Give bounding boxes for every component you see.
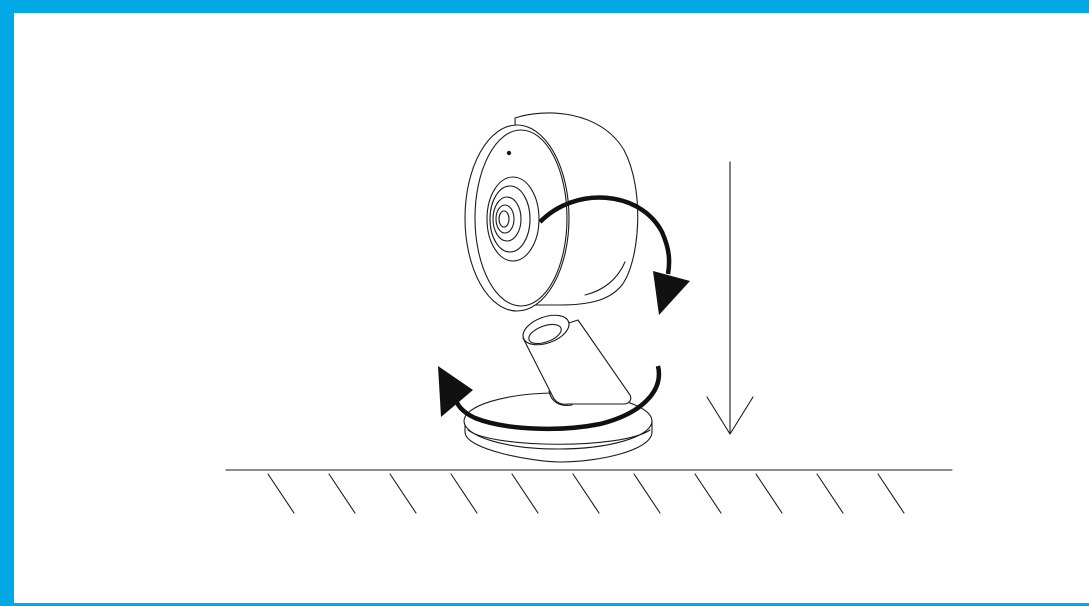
rotate-arrow-shaft [453, 365, 662, 432]
surface-hatch-mark [511, 473, 539, 514]
stand-joint-inner [528, 323, 562, 345]
surface-hatch-mark [816, 473, 844, 514]
rotate-arrow-icon [438, 365, 662, 432]
stand-foot-curve [548, 390, 573, 406]
camera-body-shade [584, 261, 626, 296]
surface-hatch-mark [694, 473, 722, 514]
surface-hatch-mark [633, 473, 661, 514]
surface-hatches [267, 473, 905, 514]
surface-hatch-mark [877, 473, 905, 514]
surface-hatch-mark [389, 473, 417, 514]
lens-center [498, 210, 510, 228]
rotate-arrow-head [438, 366, 473, 417]
camera-face [464, 124, 570, 312]
lens-ring-mid [489, 185, 531, 253]
down-arrow-icon [706, 161, 754, 435]
lens-ring-inner [492, 196, 522, 242]
surface-hatch-mark [755, 473, 783, 514]
status-led [506, 150, 512, 156]
camera-face-rim [474, 129, 568, 307]
base-rim [467, 429, 651, 445]
camera-stand [522, 314, 632, 406]
tilt-arrow-shaft [538, 195, 672, 275]
surface-hatch-mark [267, 473, 295, 514]
camera-icon [464, 112, 639, 312]
surface-hatch-icon [225, 469, 953, 514]
tilt-arrow-head [653, 271, 690, 315]
lens-glass [495, 204, 515, 234]
lens-ring-outer [486, 176, 540, 262]
down-arrow-head [706, 396, 754, 435]
surface-hatch-mark [572, 473, 600, 514]
tilt-arrow-icon [538, 195, 690, 315]
surface-hatch-mark [328, 473, 356, 514]
camera-base [463, 392, 653, 463]
surface-hatch-mark [450, 473, 478, 514]
